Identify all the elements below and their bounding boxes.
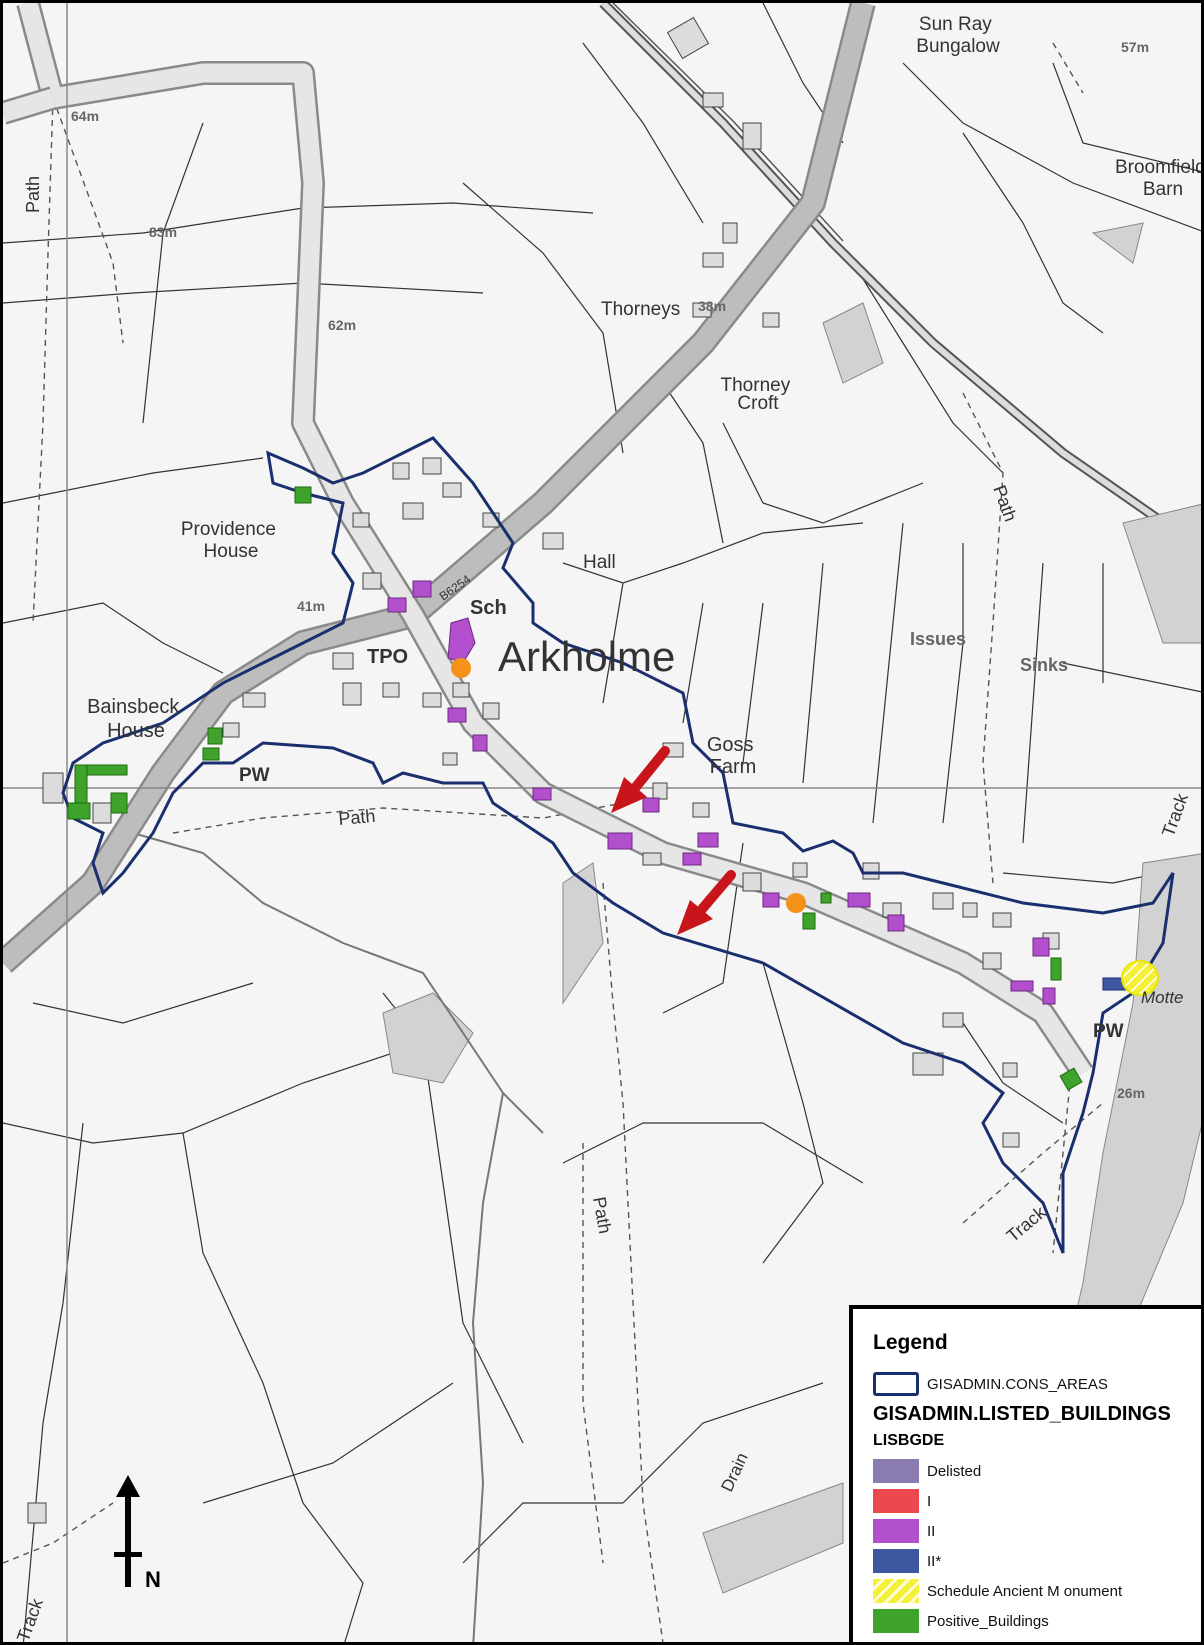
legend-label-cons-areas: GISADMIN.CONS_AREAS [927,1375,1108,1393]
roads [3,3,1093,1080]
label-issues: Issues [910,629,966,649]
red-arrow-2[interactable] [677,870,736,935]
drain-line [471,1092,504,1642]
legend-label-delisted: Delisted [927,1462,982,1480]
label-tpo: TPO [367,646,408,668]
legend-label-grade-i: I [927,1492,932,1510]
legend-swatch-ancient-monument [873,1579,919,1603]
legend-heading: GISADMIN.LISTED_BUILDINGS [873,1403,1171,1425]
label-providence-house: Providence House [181,519,281,562]
label-sinks: Sinks [1020,655,1068,675]
map-canvas[interactable]: Sun Ray Bungalow Broomfield Barn Thorney… [3,3,1204,1645]
spot-height-38: 38m [698,298,726,314]
legend-item-ancient-monument: Schedule Ancient M onument [873,1576,1201,1606]
legend-swatch-grade-ii-star [873,1549,919,1573]
orange-marker-2[interactable] [786,893,806,913]
spot-height-64: 64m [71,108,99,124]
orange-marker-1[interactable] [451,658,471,678]
legend-swatch-cons-areas [873,1372,919,1396]
label-thorney-croft: Thorney Croft [721,375,796,414]
label-bainsbeck-house: Bainsbeck House [87,696,185,742]
spot-height-41: 41m [297,598,325,614]
scheduled-ancient-monument[interactable] [1121,960,1159,996]
legend-swatch-grade-i [873,1489,919,1513]
legend-subheading: LISBGDE [873,1432,945,1449]
legend-swatch-grade-ii [873,1519,919,1543]
listed-buildings-grade-ii[interactable] [387,580,1056,1005]
label-path-south: Path [338,806,377,829]
legend-swatch-delisted [873,1459,919,1483]
label-arkholme: Arkholme [498,633,675,680]
label-sun-ray-bungalow: Sun Ray Bungalow [916,14,1000,57]
stream [132,832,544,1134]
buildings [27,16,1060,1524]
red-arrow-1[interactable] [611,746,670,813]
legend-item-delisted: Delisted [873,1456,1201,1486]
label-motte: Motte [1141,988,1184,1007]
label-hall: Hall [583,552,616,573]
spot-height-57: 57m [1121,39,1149,55]
legend-swatch-positive-buildings [873,1609,919,1633]
grid-lines [3,3,1201,1642]
legend-panel: Legend GISADMIN.CONS_AREAS GISADMIN.LIST… [849,1305,1201,1642]
north-arrow-icon: N [114,1475,161,1592]
legend-item-grade-i: I [873,1486,1201,1516]
legend-title: Legend [873,1331,948,1354]
legend-item-grade-ii: II [873,1516,1201,1546]
legend-label-ancient-monument: Schedule Ancient M onument [927,1582,1123,1600]
label-pw-west: PW [239,765,270,786]
positive-buildings[interactable] [67,486,1083,1091]
legend-label-positive-buildings: Positive_Buildings [927,1612,1049,1630]
north-label: N [145,1567,161,1592]
legend-item-grade-ii-star: II* [873,1546,1201,1576]
spot-height-83: 83m [149,224,177,240]
conservation-area-boundary[interactable] [61,436,1175,1254]
label-sch: Sch [470,597,507,619]
label-thorneys: Thorneys [601,299,680,320]
north-arrow: N [111,1475,171,1595]
label-pw-east: PW [1093,1021,1124,1042]
spot-height-26: 26m [1117,1085,1145,1101]
spot-height-62: 62m [328,317,356,333]
legend-label-grade-ii: II [927,1522,936,1540]
field-boundaries [3,3,1201,1642]
legend-item-positive-buildings: Positive_Buildings [873,1606,1201,1636]
label-goss-farm: Goss Farm [707,734,759,778]
label-path-west: Path [23,176,43,213]
legend-label-grade-ii-star: II* [927,1552,942,1570]
label-broomfield-barn: Broomfield Barn [1115,157,1204,200]
legend-item-cons-areas: GISADMIN.CONS_AREAS [873,1369,1201,1399]
